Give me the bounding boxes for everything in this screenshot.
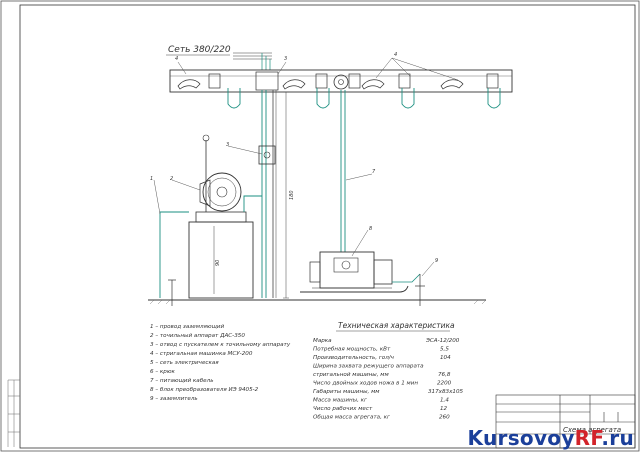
network-label: Сеть 380/220 [168, 45, 231, 55]
grounding-electrode [415, 274, 425, 306]
title-block-drawing-name: Схема агрегата [563, 426, 621, 434]
legend: 1 – провод заземляющий 2 – точильный апп… [150, 324, 291, 402]
spec-label: Марка [313, 338, 332, 344]
binding-strip [7, 379, 20, 447]
legend-item: 6 – крюк [150, 369, 176, 375]
spec-value: 2200 [437, 381, 452, 387]
callout-9: 9 [435, 258, 438, 264]
supply-wires [233, 52, 272, 60]
starter-box [258, 145, 276, 165]
spec-label: Потребная мощность, кВт [313, 347, 391, 353]
legend-item: 4 – стригальная машинка МСУ-200 [150, 351, 253, 357]
converter-side-motor [373, 259, 393, 285]
grinder-base [195, 211, 247, 223]
supply-drops [261, 53, 271, 70]
spec-label: Число рабочих мест [313, 406, 373, 412]
spec-value: 1,4 [440, 398, 449, 404]
title-block [495, 394, 636, 449]
callout-4b: 4 [394, 52, 397, 58]
inner-frame [19, 4, 636, 449]
legend-item: 5 – сеть электрическая [150, 360, 219, 366]
spec-label: Общая масса агрегата, кг [313, 415, 390, 421]
spec-label: стригальной машины, мм [313, 372, 390, 378]
legend-item: 3 – отвод с пускателем к точильному аппа… [150, 342, 291, 348]
callout-3: 3 [284, 56, 287, 62]
callout-4a: 4 [175, 56, 178, 62]
starter-box-indicator [263, 151, 271, 159]
converter-panel [333, 257, 359, 273]
spec-value: 76,8 [438, 372, 451, 378]
cable-loops [227, 88, 501, 109]
spec-label: Ширина захвата режущего аппарата [313, 364, 424, 370]
ground-wire [159, 211, 189, 298]
grinder-motor [199, 179, 211, 207]
callout-7: 7 [372, 169, 376, 175]
rail-pulley-hub [338, 79, 344, 85]
grinder-stand [188, 221, 254, 299]
spec-value: 260 [439, 415, 450, 421]
legend-item: 1 – провод заземляющий [150, 324, 224, 330]
spec-label: Производительность, гол/ч [313, 355, 395, 361]
floor-hatching [149, 299, 487, 305]
spec-table: Марка ЭСА-12/200 Потребная мощность, кВт… [313, 338, 464, 421]
grinder-disc-ring [207, 177, 237, 207]
callout-leaders [153, 57, 459, 277]
grinder-disc-hub [216, 186, 228, 198]
grinder-disc [202, 172, 242, 212]
callout-1: 1 [150, 176, 153, 182]
spec-label: Число двойных ходов ножа в 1 мин [313, 381, 418, 387]
callout-3b: 3 [226, 142, 229, 148]
converter-ground-wire [392, 273, 421, 283]
watermark-part-c: .ru [601, 426, 634, 450]
site-watermark: KursovoyRF.ru [468, 426, 634, 450]
converter-gauge [341, 260, 351, 270]
converter-sled [300, 285, 409, 293]
spec-label: Габариты машины, мм [313, 389, 380, 395]
spec-label: Масса машины, кг [313, 398, 367, 404]
spec-value: 5,5 [440, 347, 449, 353]
spec-value: 12 [440, 406, 448, 412]
ground-rod [168, 279, 176, 306]
rail-pulley [333, 74, 349, 90]
tall-dimension [283, 91, 289, 299]
legend-item: 8 – блок преобразователя ИЭ 9405-2 [150, 387, 259, 393]
spec-value: 317х83х105 [428, 389, 464, 395]
spec-value: 104 [440, 355, 451, 361]
grinder-feed-cable [243, 195, 262, 212]
legend-item: 7 – питающий кабель [150, 378, 214, 384]
watermark-part-b: RF [574, 426, 602, 450]
stand-dimension-label: 90 [215, 260, 221, 266]
shearing-handpieces [177, 79, 464, 90]
watermark-part-a: Kursovoy [467, 426, 575, 450]
spec-title: Техническая характеристика [338, 321, 455, 330]
legend-item: 9 – заземлитель [150, 396, 198, 402]
callout-8: 8 [369, 226, 372, 232]
legend-item: 2 – точильный аппарат ДАС-350 [150, 333, 245, 339]
rail-boxes [208, 71, 499, 91]
callout-2: 2 [170, 176, 173, 182]
spec-value: ЭСА-12/200 [425, 338, 460, 344]
grinder-arm-knob [202, 134, 210, 142]
tall-dimension-label: 180 [289, 190, 295, 200]
vertical-cables [261, 90, 346, 298]
converter-unit [319, 251, 375, 289]
converter-left-motor [309, 261, 321, 283]
